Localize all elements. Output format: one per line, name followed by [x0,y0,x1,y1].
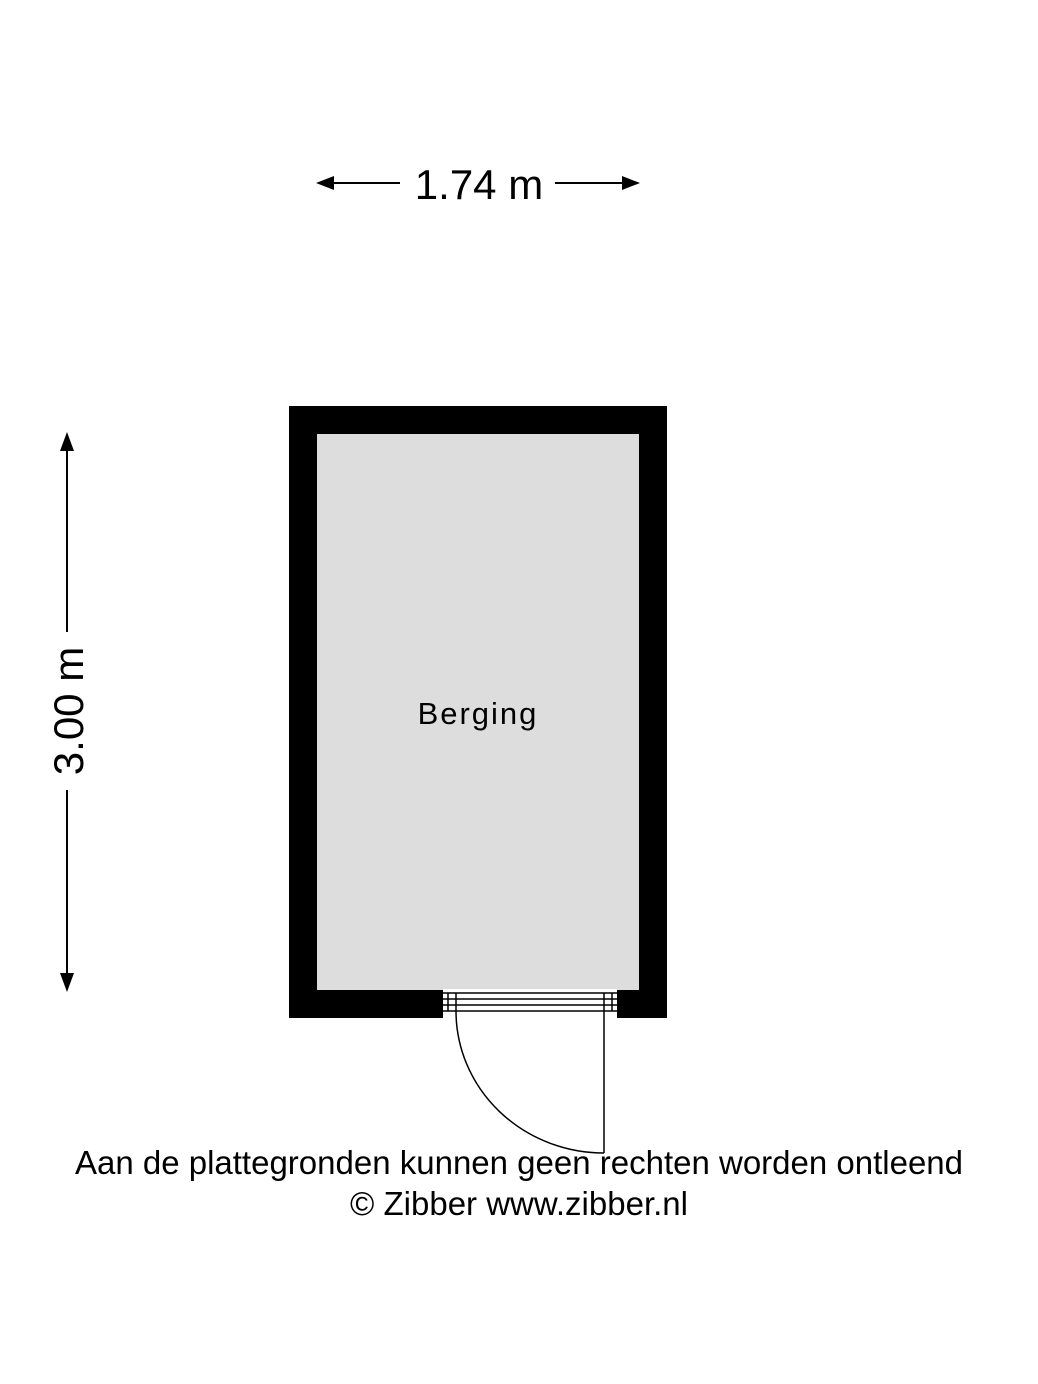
door-opening [443,989,617,1019]
height-dimension-arrow-bottom [60,973,74,992]
height-dimension-label: 3.00 m [45,647,92,775]
width-dimension: 1.74 m [316,161,640,208]
width-dimension-arrow-right [622,176,640,190]
width-dimension-label: 1.74 m [415,161,543,208]
width-dimension-arrow-left [316,176,334,190]
height-dimension-arrow-top [60,432,74,451]
copyright-text: © Zibber www.zibber.nl [350,1185,688,1222]
disclaimer-text: Aan de plattegronden kunnen geen rechten… [74,1144,964,1181]
height-dimension: 3.00 m [45,432,92,992]
door-threshold [443,992,617,1012]
room-name-label: Berging [418,696,539,731]
room: Berging [289,406,667,1154]
door-swing-arc [455,1010,605,1154]
room-floor [317,434,639,990]
